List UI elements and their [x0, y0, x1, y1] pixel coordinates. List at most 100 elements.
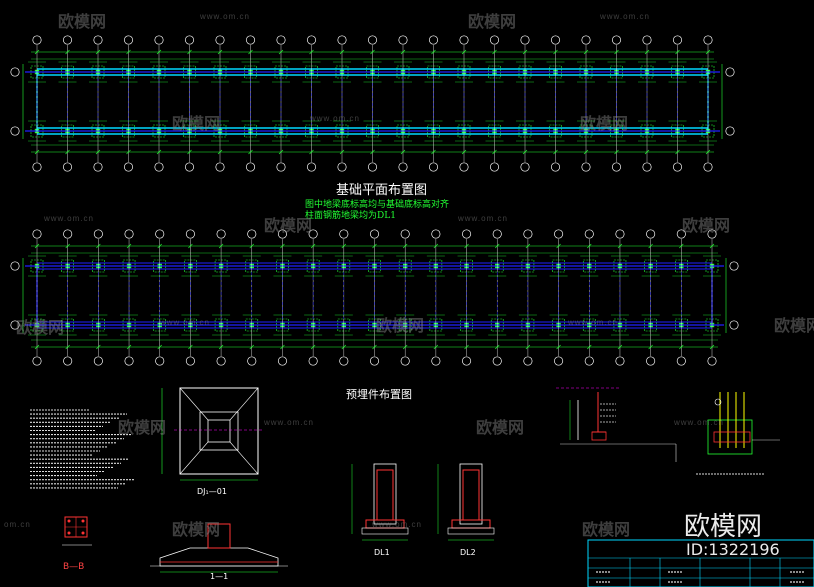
axis-bubble — [707, 229, 717, 239]
axis-bubble — [93, 356, 103, 366]
watermark-logo: 欧模网 — [468, 14, 517, 31]
axis-bubble — [155, 229, 165, 239]
dimension-tick — [431, 149, 436, 155]
axis-bubble — [277, 356, 288, 366]
embedded-parts-plan-title: 预埋件布置图 — [346, 388, 412, 401]
dimension-tick — [675, 49, 680, 55]
watermark-logo: 欧模网 — [16, 320, 65, 337]
dimension-tick — [679, 243, 684, 249]
axis-bubble — [554, 229, 564, 239]
dimension-tick — [156, 149, 162, 155]
footing-detail-label: DJ₁—01 — [197, 487, 227, 496]
footing-plan-diagonal — [179, 441, 209, 475]
axis-bubble — [581, 35, 591, 45]
watermark-logo: 欧模网 — [264, 218, 313, 235]
watermark-url: www.om.cn — [674, 418, 724, 427]
axis-bubble — [184, 35, 195, 45]
beam-cushion — [361, 527, 409, 535]
dimension-tick — [126, 344, 132, 350]
dimension-tick — [280, 344, 285, 350]
dimension-tick — [583, 149, 589, 155]
dimension-tick — [372, 243, 377, 249]
dimension-tick — [34, 49, 40, 55]
dimension-tick — [709, 243, 715, 249]
row-axis-bubble — [729, 320, 739, 330]
axis-bubble — [550, 35, 561, 45]
foundation-plan-note-2: 柱面钢筋地梁均为DL1 — [305, 211, 396, 221]
footing-plan-outer — [179, 387, 259, 475]
axis-bubble — [489, 35, 500, 45]
rebar-dot — [67, 519, 71, 523]
dimension-tick — [65, 149, 70, 155]
axis-bubble — [459, 162, 469, 172]
axis-bubble — [93, 229, 103, 239]
dimension-tick — [709, 344, 715, 350]
watermark-url: www.om.cn — [372, 520, 422, 529]
watermark-url: www.om.cn — [568, 318, 618, 327]
axis-bubble — [523, 229, 533, 239]
dimension-tick — [525, 243, 531, 249]
watermark-logo: 欧模网 — [58, 14, 107, 31]
watermark-logo: 欧模网 — [476, 420, 525, 437]
axis-bubble — [63, 229, 73, 239]
axis-bubble — [584, 356, 594, 366]
axis-bubble — [400, 356, 410, 366]
footing-plan-diagonal — [229, 387, 259, 421]
dimension-tick — [34, 149, 40, 155]
dimension-tick — [464, 344, 469, 350]
dimension-tick — [248, 149, 253, 155]
brand-id: ID:1322196 — [686, 540, 780, 559]
axis-bubble — [459, 35, 469, 45]
axis-bubble — [642, 35, 652, 45]
row-axis-bubble — [10, 67, 20, 77]
axis-bubble — [642, 162, 652, 172]
watermark-logo: 欧模网 — [172, 522, 221, 539]
footing-plan-step — [199, 411, 239, 451]
dimension-tick — [370, 149, 375, 155]
axis-bubble — [154, 162, 164, 172]
dimension-tick — [431, 49, 436, 55]
dimension-tick — [370, 49, 375, 55]
watermark-url: www.om.cn — [160, 318, 210, 327]
dimension-tick — [522, 149, 528, 155]
axis-bubble — [369, 229, 380, 239]
axis-bubble — [123, 162, 134, 172]
axis-bubble — [615, 229, 625, 239]
dimension-tick — [614, 49, 619, 55]
anchor-plate — [713, 431, 751, 443]
axis-bubble — [584, 229, 594, 239]
axis-bubble — [646, 356, 656, 366]
dimension-tick — [644, 149, 650, 155]
dimension-tick — [248, 49, 253, 55]
axis-bubble — [62, 35, 73, 45]
axis-bubble — [32, 356, 42, 366]
dimension-tick — [217, 49, 223, 55]
dimension-tick — [309, 149, 314, 155]
axis-bubble — [339, 229, 349, 239]
axis-bubble — [400, 229, 410, 239]
dimension-tick — [187, 49, 192, 55]
dimension-tick — [583, 49, 589, 55]
axis-bubble — [398, 162, 408, 172]
dimension-tick — [309, 49, 314, 55]
dimension-tick — [553, 149, 558, 155]
dimension-tick — [188, 243, 193, 249]
dimension-tick — [96, 344, 101, 350]
axis-bubble — [185, 229, 195, 239]
beam-stirrup — [462, 469, 480, 521]
axis-bubble — [154, 35, 164, 45]
dimension-tick — [400, 149, 406, 155]
dimension-tick — [156, 49, 162, 55]
title-block — [587, 539, 814, 587]
dimension-tick — [341, 243, 347, 249]
dimension-tick — [249, 344, 254, 350]
dimension-tick — [95, 49, 101, 55]
axis-bubble — [428, 35, 439, 45]
axis-bubble — [215, 162, 225, 172]
ground-beam-dl2 — [447, 463, 495, 535]
dimension-tick — [95, 149, 101, 155]
axis-bubble — [550, 162, 561, 172]
dimension-tick — [280, 243, 285, 249]
axis-bubble — [369, 356, 380, 366]
